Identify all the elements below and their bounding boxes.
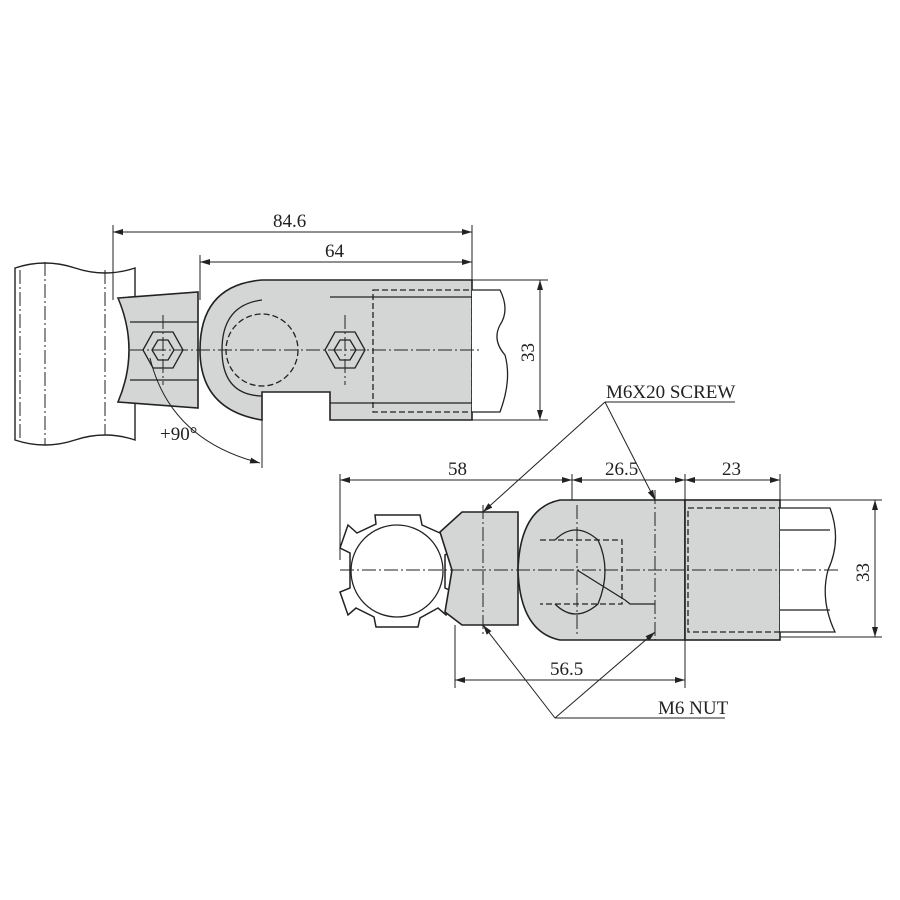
dim-56-5: 56.5 [550,659,583,680]
screw-callout: M6X20 SCREW [606,382,735,403]
dim-33-bottom: 33 [853,563,874,582]
dim-26-5: 26.5 [605,459,638,480]
bottom-view: 58 26.5 23 33 56.5 M6X20 SCREW M6 NUT [339,382,882,719]
nut-callout: M6 NUT [658,698,729,719]
dim-33-top: 33 [518,343,539,362]
dim-84-6: 84.6 [273,211,306,232]
left-tube [14,262,136,446]
rotation-label: +90° [160,424,197,445]
swivel-block-bottom [439,511,519,626]
right-tube [472,289,509,413]
dim-58: 58 [448,459,467,480]
eye-bracket-bottom [517,499,686,641]
top-view: 84.6 64 33 +90° [14,211,548,468]
dim-64: 64 [325,241,345,262]
dim-23: 23 [722,459,741,480]
